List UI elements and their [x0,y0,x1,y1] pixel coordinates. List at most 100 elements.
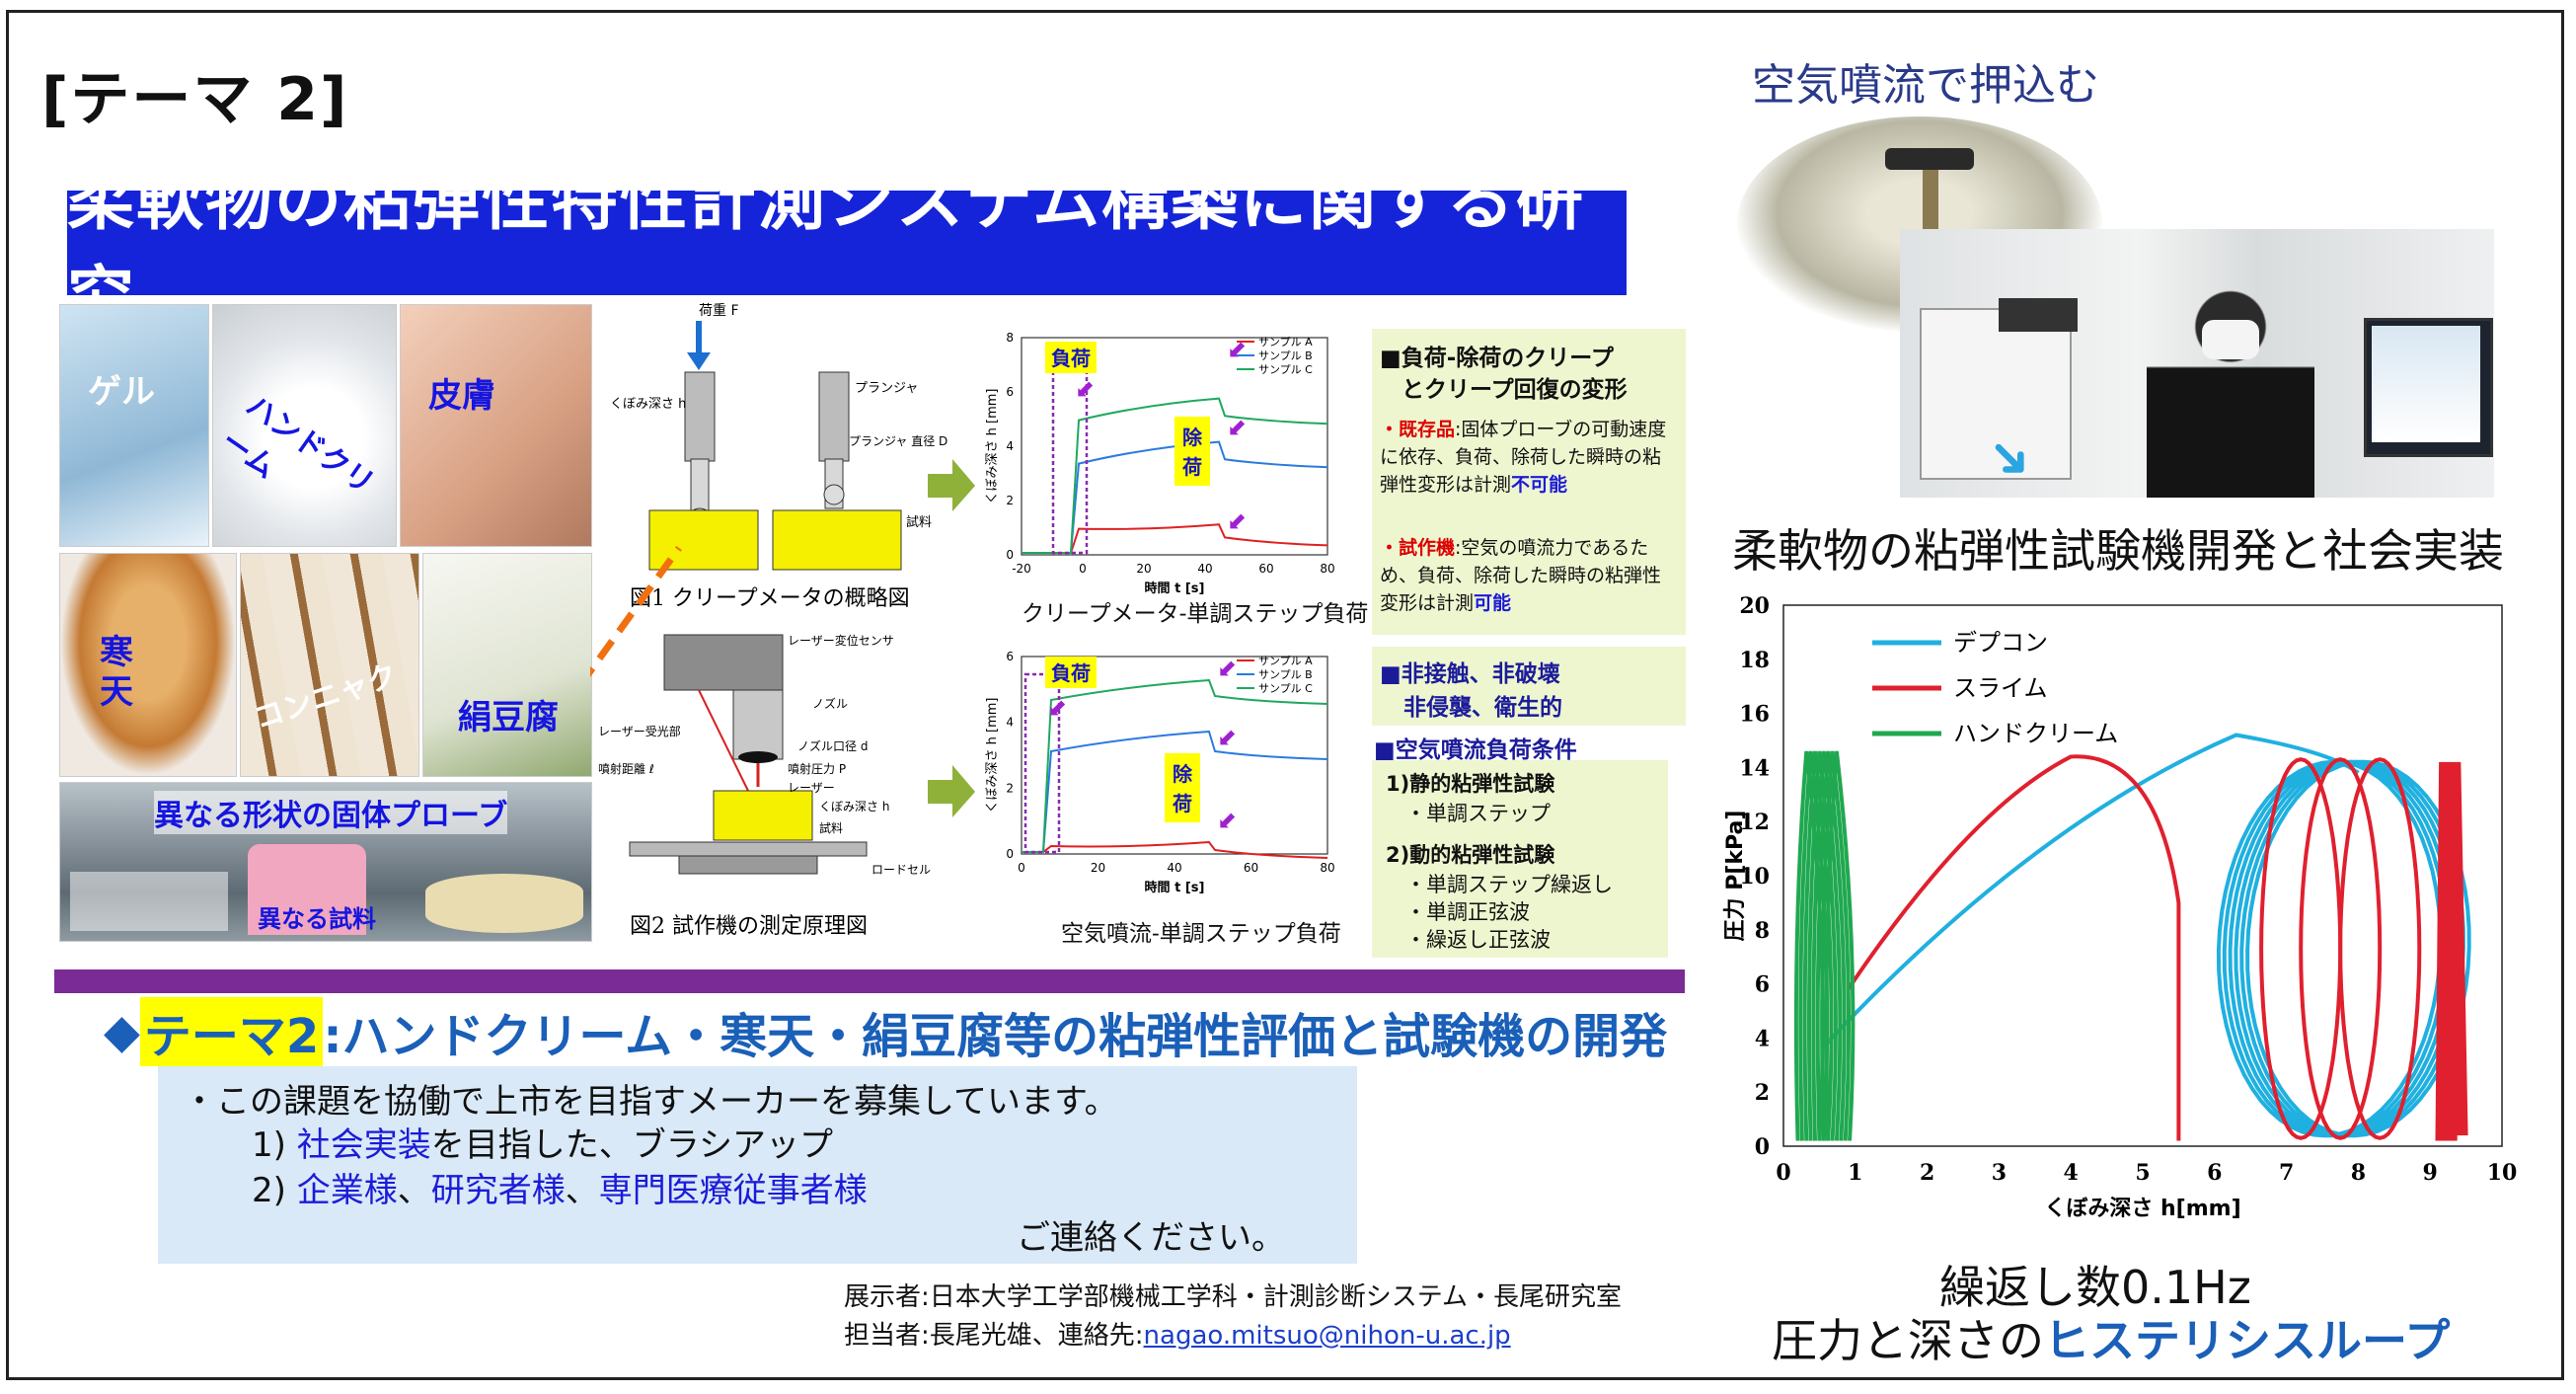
laser-beam [698,689,749,792]
jet-caption: 空気噴流で押込む [1752,60,2099,111]
recruit-line4: ご連絡ください。 [1017,1218,1285,1258]
y-tick-label: 2 [1755,1080,1770,1106]
fig1-plunger-label: プランジャ [855,381,918,396]
y-tick-label: 2 [1006,781,1014,795]
y-tick-label: 0 [1006,847,1014,861]
page-frame [6,10,2564,1380]
series-line-handcream [1824,750,1856,1141]
legend-label: サンプル B [1258,349,1313,362]
green-arrows [928,459,975,817]
panel2-line1: ■非接触、非破壊 [1380,661,1560,687]
load-tag: 負荷 [1051,347,1091,370]
y-tick-label: 0 [1755,1134,1770,1160]
panel3-static-item: ・単調ステップ [1405,802,1551,825]
unload-tag-bg [1165,753,1200,822]
legend-label: サンプル B [1258,668,1313,681]
recruit-l3-num: 2) [252,1171,286,1210]
label-handcream: ハンドクリーム [214,388,381,503]
series-line-handcream [1802,750,1834,1141]
recruit-l3-blue2: 研究者様 [430,1171,566,1210]
loadcell [678,855,818,875]
y-tick-label: 14 [1739,755,1770,781]
y-tick-label: 2 [1006,494,1014,507]
purple-pointer-arrow: ⬋ [1217,655,1237,682]
x-tick-label: -20 [1012,562,1031,576]
y-tick-label: 4 [1755,1026,1770,1051]
apparatus-display [1999,298,2078,332]
x-axis-label: 時間 t [s] [1145,581,1205,596]
plunger-2 [818,371,850,462]
label-sample-caption: 異なる試料 [258,905,376,933]
x-tick-label: 60 [1244,861,1258,875]
glass-dish [70,872,228,931]
green-arrow-1 [928,459,975,511]
x-tick-label: 80 [1320,562,1334,576]
unload-tag: 除 [1182,426,1203,449]
legend-label: スライム [1953,674,2048,702]
x-tick-label: 40 [1197,562,1212,576]
series-line-3 [1022,678,1328,853]
x-tick-label: 10 [2487,1160,2518,1186]
contact-email-link[interactable]: nagao.mitsuo@nihon-u.ac.jp [1143,1321,1511,1351]
unload-tag: 除 [1173,762,1193,786]
x-tick-label: 0 [1079,562,1087,576]
theme2-bullet: ◆ [104,1004,140,1059]
fig2-caption: 図2 試作機の測定原理図 [630,914,868,939]
x-tick-label: 1 [1848,1160,1862,1186]
panel1-heading2: とクリープ回復の変形 [1402,377,1628,403]
purple-pointer-arrow: ⬋ [1227,336,1247,363]
cream-dish [425,874,583,933]
photo-handcream: ハンドクリーム [212,304,397,547]
x-tick-label: 8 [2351,1160,2366,1186]
series-line-handcream [1820,750,1852,1141]
y-tick-label: 18 [1739,648,1770,673]
panel1-proto: ・試作機:空気の噴流力であるため、負荷、除荷した瞬時の粘弾性変形は計測可能 [1380,534,1676,617]
label-kanten: 寒天 [100,633,133,712]
series-line-handcream [1815,750,1847,1141]
series-line-2 [1022,730,1328,853]
label-kinudofu: 絹豆腐 [458,698,559,737]
x-tick-label: 5 [2135,1160,2150,1186]
x-tick-label: 6 [2207,1160,2222,1186]
y-tick-label: 6 [1006,650,1014,663]
label-gel: ゲル [88,372,155,412]
sample-block-2 [772,509,902,571]
fig1-load-label: 荷重 F [699,303,739,319]
loop-caption-2b: ヒステリシスループ [2044,1314,2451,1367]
panel3-dyn-item-2: ・単調正弦波 [1405,900,1530,924]
plot-frame [1782,604,2503,1147]
x-tick-label: 3 [1992,1160,2007,1186]
unload-tag: 荷 [1173,792,1192,815]
laser-sensor [663,634,784,691]
green-arrow-2 [928,765,975,817]
x-tick-label: 0 [1776,1160,1790,1186]
legend-label: サンプル C [1258,682,1313,695]
fig1-plunger-dia-label: プランジャ 直径 D [849,434,947,448]
load-tag: 負荷 [1051,661,1091,685]
x-axis-label: 時間 t [s] [1145,880,1205,895]
fig2-sample-label: 試料 [819,820,843,835]
y-tick-label: 4 [1006,716,1014,730]
purple-pointer-arrow: ⬋ [1217,724,1237,751]
purple-pointer-arrow: ⬋ [1227,507,1247,535]
creep-panel: ■負荷-除荷のクリープ とクリープ回復の変形 ・既存品:固体プローブの可動速度に… [1372,329,1686,635]
jet-chart-caption: 空気噴流-単調ステップ負荷 [1061,921,1341,947]
existing-tag: ・既存品 [1380,419,1456,440]
sub-caption: 柔軟物の粘弾性試験機開発と社会実装 [1732,524,2504,578]
creep-chart-caption: クリープメータ-単調ステップ負荷 [1022,601,1369,627]
legend-label: サンプル A [1258,655,1313,667]
fig2-laser-label: レーザー [788,781,835,795]
probe-tip-2 [823,484,845,505]
unload-tag: 荷 [1182,455,1202,479]
unload-tag-bg [1174,417,1210,486]
x-tick-label: 0 [1018,861,1025,875]
photo-konnyaku: コンニャク [240,553,419,777]
loop-caption-2: 圧力と深さのヒステリシスループ [1772,1305,2450,1370]
series-line-slime [2338,757,2422,1140]
y-axis-label: 圧力 P[kPa] [1723,811,1748,942]
y-tick-label: 10 [1739,864,1770,890]
schematic-diagrams: 荷重 F くぼみ深さ h プランジャ プランジャ 直径 D 試料 図1 クリープ… [590,303,947,939]
fig2-pressure-label: 噴射圧力 P [788,761,846,776]
legend-label: サンプル A [1258,336,1313,348]
